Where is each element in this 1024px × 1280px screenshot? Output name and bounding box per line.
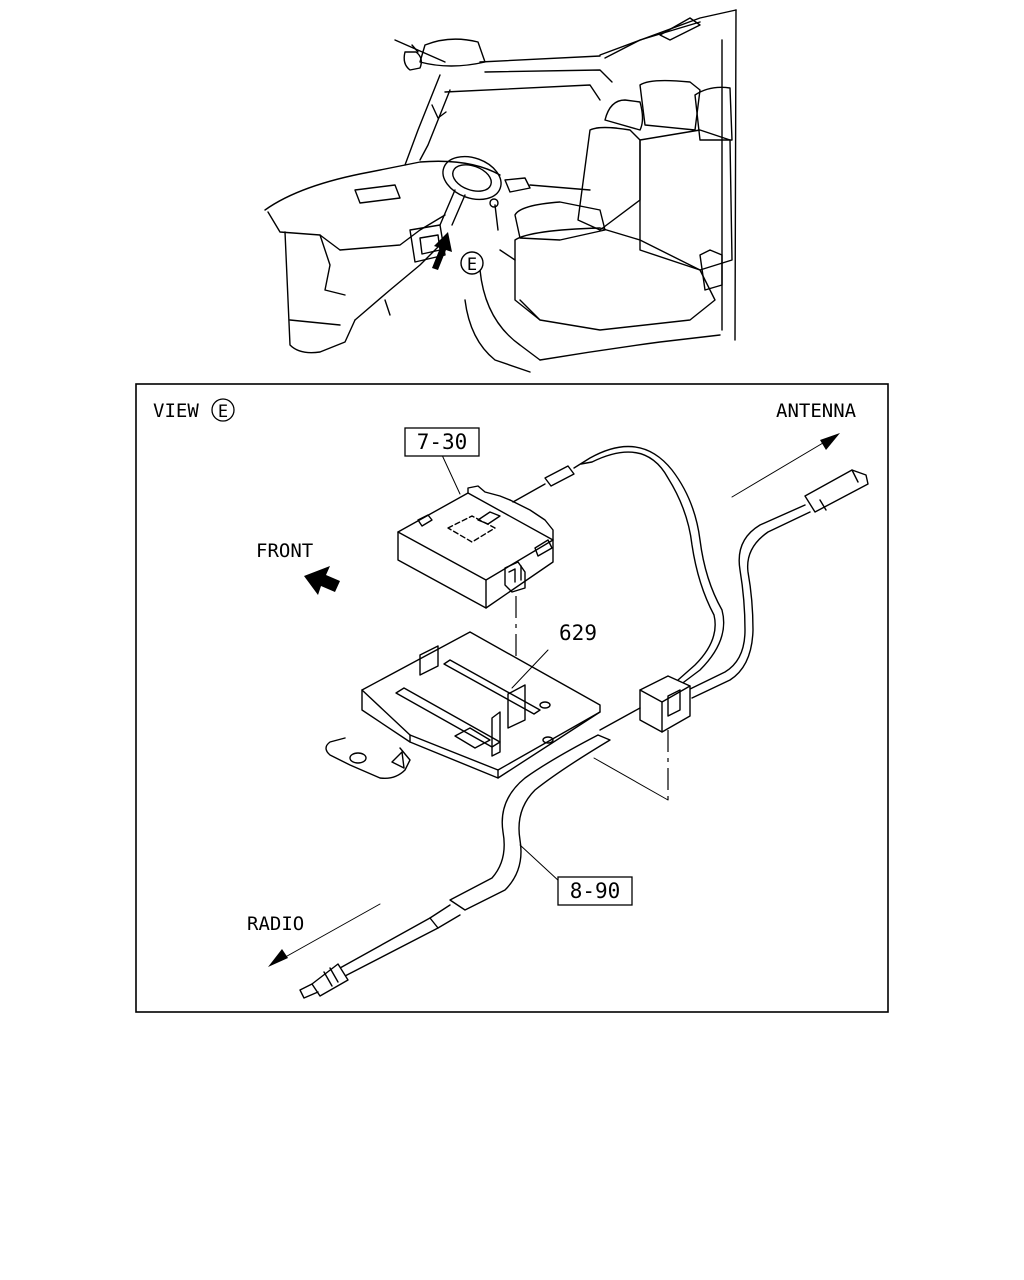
view-label-letter: E (218, 402, 228, 422)
view-direction-arrow-icon (432, 232, 452, 270)
view-e-marker-letter: E (467, 255, 477, 275)
bracket-629-leader (511, 649, 549, 689)
unit-7-30-leader (441, 454, 461, 495)
radio-direction-arrow-icon (268, 903, 381, 967)
cable-8-90-ref: 8-90 (570, 879, 621, 903)
bracket-629 (325, 631, 601, 780)
view-e-marker: E (460, 251, 484, 275)
front-direction-arrow-icon (304, 566, 340, 595)
view-e-frame (135, 383, 889, 1013)
cab-interior-illustration (264, 9, 737, 373)
unit-7-30 (397, 485, 554, 609)
unit-7-30-ref-box (404, 427, 480, 457)
cable-8-90 (299, 445, 869, 999)
antenna-label: ANTENNA (776, 400, 857, 422)
view-label-prefix: VIEW (153, 400, 199, 422)
front-label: FRONT (256, 540, 313, 562)
antenna-direction-arrow-icon (731, 433, 840, 498)
cable-8-90-ref-box (557, 876, 633, 906)
unit-7-30-ref: 7-30 (417, 430, 468, 454)
view-label-circle (211, 398, 235, 422)
cable-8-90-leader (519, 844, 561, 883)
bracket-629-ref: 629 (559, 621, 597, 645)
radio-label: RADIO (247, 913, 304, 935)
junction-clip-line (593, 757, 669, 801)
